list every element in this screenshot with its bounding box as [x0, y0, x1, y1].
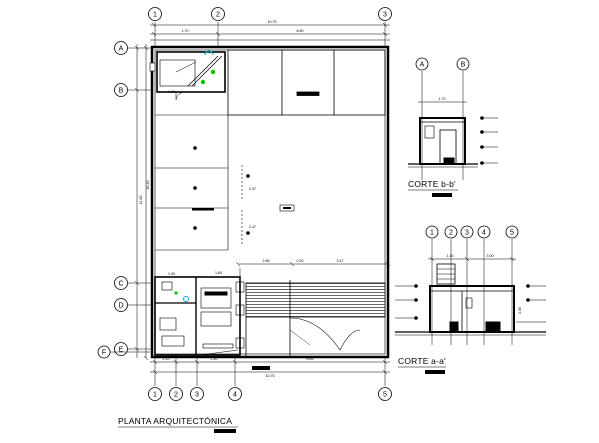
left-axis-C: C [114, 276, 152, 290]
left-axis-D: D [114, 298, 152, 312]
top-axis-3: 3 [378, 7, 392, 46]
left-axis-label: D [118, 303, 123, 310]
dim-label: 2.65 [263, 259, 270, 263]
section-aa: 1 2 3 4 5 1.10 3.00 [395, 225, 546, 374]
section-aa-axis-4: 4 [477, 225, 491, 345]
top-axis-2: 2 [211, 7, 225, 46]
section-bb-axis-label: A [420, 62, 425, 69]
bottom-axis-1: 1 [148, 357, 162, 401]
dim-label: 8.60 [297, 29, 304, 33]
bottom-axis-label: 1 [153, 392, 157, 399]
dim-label: 3.00 [518, 307, 522, 314]
dim-label: 10.75 [266, 374, 275, 378]
dim-label: 1.60 [215, 271, 222, 275]
bottom-axis-5: 5 [378, 357, 392, 401]
bathroom-top: 1.00 [149, 50, 226, 94]
exterior-wall [150, 45, 390, 359]
dim-label: 3.00 [487, 254, 494, 258]
section-bb-building [408, 117, 478, 168]
level-markers [480, 116, 498, 165]
left-axis-label: B [119, 88, 124, 95]
dim-label: 2.47 [249, 225, 256, 229]
section-aa-axis-5: 5 [505, 225, 519, 345]
dim-label: 6.85 [307, 357, 314, 361]
left-axis-B: B [114, 83, 152, 97]
bottom-axis-2: 2 [169, 357, 183, 401]
parking-dots [193, 146, 250, 235]
storage-rooms [227, 49, 386, 116]
section-aa-axis-label: 2 [449, 230, 453, 237]
top-axis-label: 2 [216, 12, 220, 19]
left-axis-A: A [114, 41, 152, 55]
dim-label: 1.10 [163, 357, 170, 361]
section-bb-axis-A: A [415, 57, 429, 180]
plan-title: PLANTA ARQUITECTÓNICA [118, 416, 232, 426]
bottom-axis-3: 3 [190, 357, 204, 401]
left-axis-label: E [119, 347, 124, 354]
bottom-axis-label: 5 [383, 392, 387, 399]
parking-stalls [155, 114, 243, 251]
left-axis-E: E [114, 342, 152, 356]
section-aa-axis-1: 1 [425, 225, 439, 345]
overall-width-label: 10.75 [268, 20, 277, 24]
dim-label: 2.47 [249, 187, 256, 191]
section-aa-building [395, 263, 546, 336]
section-aa-level-markers [395, 284, 546, 320]
left-axis-F: F [97, 345, 150, 359]
lower-left-rooms [154, 276, 245, 356]
section-aa-axis-label: 4 [482, 230, 486, 237]
section-aa-axis-label: 5 [510, 230, 514, 237]
section-aa-title: CORTE a-a' [398, 356, 446, 366]
dim-label: 1.10 [447, 254, 454, 258]
dim-label: 3.47 [337, 259, 344, 263]
overall-depth-label: 14.80 [139, 196, 143, 205]
section-bb: A B 1.70 CORTE b-b' [408, 57, 498, 197]
dim-label: 1.00 [168, 272, 175, 276]
section-bb-axis-label: B [461, 62, 466, 69]
bottom-axis-label: 4 [233, 392, 237, 399]
bottom-axis-label: 3 [195, 392, 199, 399]
bottom-dimension-lines [150, 359, 390, 375]
dim-label: 1.70 [439, 97, 446, 101]
stair-dimensions [235, 261, 391, 285]
dim-label: 0.20 [297, 259, 304, 263]
floor-plan: 1 2 3 10.75 1.70 8.60 A [97, 7, 392, 433]
left-dimension-lines [134, 44, 149, 361]
stair [245, 280, 386, 357]
section-aa-axis-label: 1 [430, 230, 434, 237]
section-aa-axis-3: 3 [460, 225, 474, 345]
dim-label: 10.40 [146, 181, 150, 190]
bottom-axis-label: 2 [174, 392, 178, 399]
top-axis-1: 1 [148, 7, 162, 46]
left-axis-label: A [119, 46, 124, 53]
section-bb-title: CORTE b-b' [408, 179, 456, 189]
top-axis-label: 1 [153, 12, 157, 19]
dim-label: 1.40 [211, 357, 218, 361]
section-bb-axis-B: B [456, 57, 470, 180]
top-axis-label: 3 [383, 12, 387, 19]
section-aa-axis-label: 3 [465, 230, 469, 237]
left-axis-label: F [102, 350, 106, 357]
dim-label: 1.70 [182, 29, 189, 33]
left-axis-label: C [118, 281, 123, 288]
room-label: 1.00 [168, 90, 175, 94]
section-aa-dims [428, 256, 516, 262]
door-swing [175, 91, 186, 101]
bottom-axis-4: 4 [228, 357, 242, 401]
top-dimension-lines [150, 22, 390, 41]
